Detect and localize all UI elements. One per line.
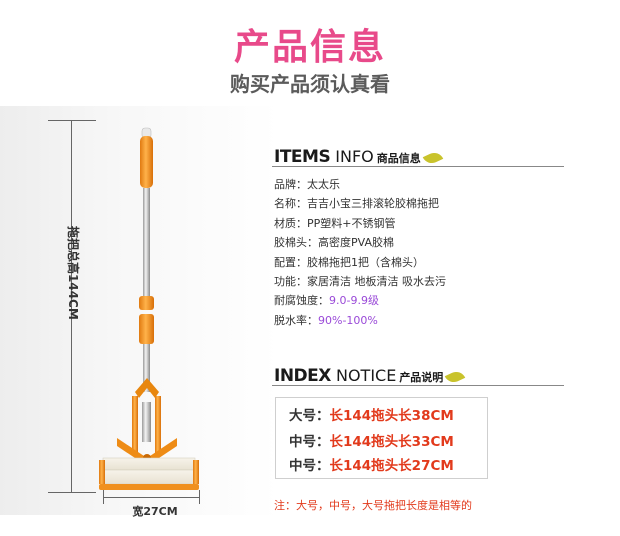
spec-item: 名称：吉吉小宝三排滚轮胶棉拖把	[274, 194, 446, 213]
spec-item: 胶棉头：高密度PVA胶棉	[274, 233, 446, 252]
spec-value: 胶棉拖把1把（含棉头）	[307, 255, 424, 269]
items-heading-rule	[272, 166, 564, 167]
spec-key: 脱水率：	[274, 313, 318, 327]
spec-value-highlight: 90%-100%	[318, 313, 378, 327]
size-row: 大号：长144拖头长38CM	[289, 404, 454, 424]
size-key: 大号：	[289, 408, 330, 424]
spec-value: PP塑料+不锈钢管	[307, 216, 396, 230]
header-area: 产品信息 购买产品须认真看	[0, 0, 620, 106]
size-row: 中号：长144拖头长33CM	[289, 430, 454, 450]
bottom-band	[0, 515, 620, 536]
spec-key: 配置：	[274, 255, 307, 269]
spec-key: 名称：	[274, 197, 307, 211]
size-key: 中号：	[289, 458, 330, 474]
spec-key: 耐腐蚀度：	[274, 294, 329, 308]
spec-key: 品牌：	[274, 178, 307, 191]
height-dimension-label: 拖把总高144CM	[66, 226, 80, 320]
width-dimension-right-tick	[199, 490, 200, 504]
index-heading-cn: 产品说明	[399, 371, 444, 384]
index-heading-bold: INDEX	[274, 366, 331, 386]
spec-item: 材质：PP塑料+不锈钢管	[274, 214, 446, 233]
size-note: 注：大号，中号，大号拖把长度是相等的	[274, 499, 472, 512]
page-title: 产品信息	[233, 27, 386, 68]
height-dimension-top-tick	[48, 120, 96, 121]
leaf-icon	[445, 368, 466, 385]
items-heading-bold: ITEMS	[274, 147, 331, 167]
spec-item: 耐腐蚀度：9.0-9.9级	[274, 291, 446, 310]
mop-product-image	[99, 127, 199, 490]
spec-value-highlight: 9.0-9.9级	[329, 294, 379, 308]
spec-value: 高密度PVA胶棉	[318, 236, 394, 250]
leaf-icon	[422, 149, 444, 166]
index-heading-rule	[272, 385, 564, 386]
index-heading-thin: NOTICE	[330, 366, 397, 385]
width-dimension-label: 宽27CM	[132, 505, 178, 518]
spec-key: 胶棉头：	[274, 236, 318, 250]
spec-item: 功能：家居清洁 地板清洁 吸水去污	[274, 272, 446, 291]
spec-key: 功能：	[274, 275, 307, 289]
spec-list: 品牌：太太乐 名称：吉吉小宝三排滚轮胶棉拖把 材质：PP塑料+不锈钢管 胶棉头：…	[274, 175, 446, 330]
spec-value: 吉吉小宝三排滚轮胶棉拖把	[307, 197, 439, 211]
size-row: 中号：长144拖头长27CM	[289, 454, 454, 474]
width-dimension-line	[103, 497, 199, 498]
size-value: 长144拖头长33CM	[329, 434, 454, 450]
items-heading-cn: 商品信息	[376, 152, 421, 165]
size-table: 大号：长144拖头长38CM 中号：长144拖头长33CM 中号：长144拖头长…	[275, 397, 488, 479]
height-dimension-line	[71, 120, 72, 492]
size-value: 长144拖头长38CM	[329, 408, 454, 424]
spec-value: 家居清洁 地板清洁 吸水去污	[307, 275, 446, 289]
items-heading-thin: INFO	[330, 147, 374, 166]
spec-item: 品牌：太太乐	[274, 175, 446, 194]
spec-value: 太太乐	[307, 178, 340, 191]
page-subtitle: 购买产品须认真看	[230, 72, 390, 96]
spec-item: 配置：胶棉拖把1把（含棉头）	[274, 253, 446, 272]
spec-item: 脱水率：90%-100%	[274, 311, 446, 330]
size-key: 中号：	[289, 434, 330, 450]
height-dimension-bottom-tick	[48, 492, 96, 493]
size-value: 长144拖头长27CM	[329, 458, 454, 474]
spec-key: 材质：	[274, 216, 307, 230]
